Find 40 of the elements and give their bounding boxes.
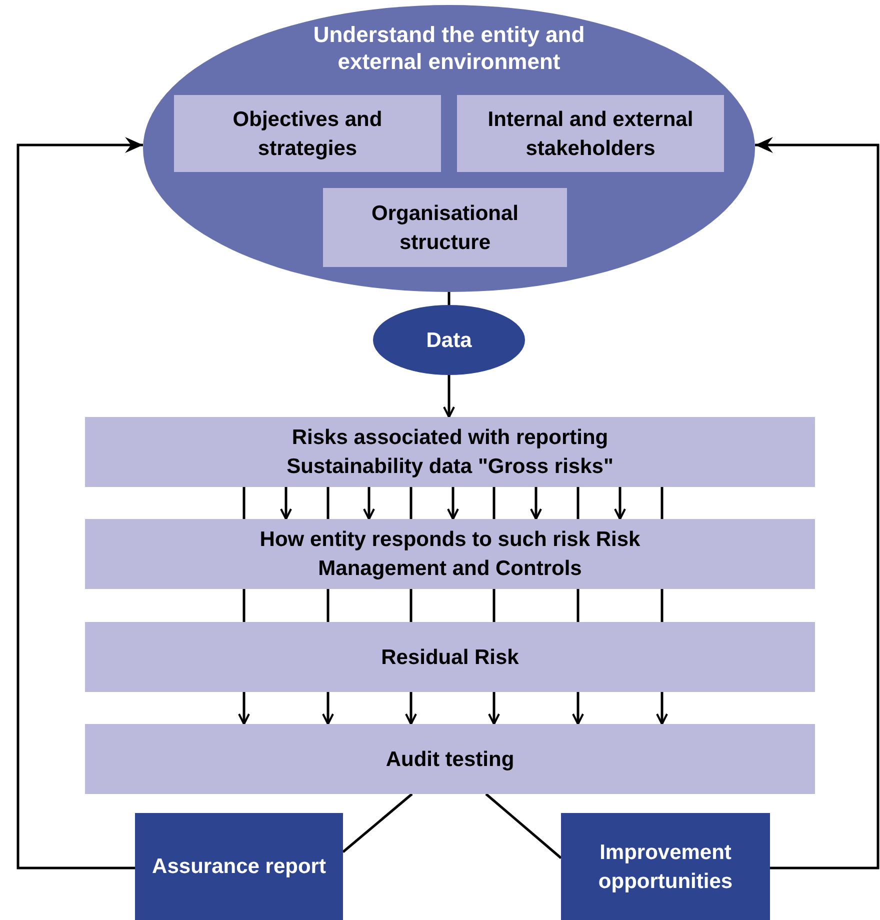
connector-line (492, 487, 496, 519)
connector-line (342, 793, 413, 853)
connector-line (485, 793, 562, 859)
connector-line (410, 487, 412, 519)
arrow (363, 487, 375, 520)
arrow (405, 692, 417, 725)
arrow (238, 692, 250, 725)
connector-line (448, 292, 450, 305)
ellipse-title: Understand the entity and external environment (312, 21, 586, 75)
connector-line (660, 589, 664, 622)
output-box: Improvement opportunities (561, 813, 770, 920)
arrow (614, 487, 626, 520)
arrow (755, 137, 880, 870)
connector-line (410, 589, 412, 622)
connector-line (242, 589, 246, 622)
arrow (443, 375, 455, 418)
arrow (572, 692, 584, 725)
arrow (488, 692, 500, 725)
process-box: Objectives and strategies (174, 95, 441, 172)
process-band: Audit testing (85, 724, 815, 794)
process-band: Risks associated with reporting Sustainability data "Gross risks" (85, 417, 815, 487)
arrow (280, 487, 292, 520)
arrow (530, 487, 542, 520)
connector-line (660, 487, 664, 519)
arrow (656, 692, 668, 725)
process-band: Residual Risk (85, 622, 815, 692)
connector-line (326, 487, 330, 519)
connector-line (492, 589, 496, 622)
data-ellipse: Data (373, 305, 525, 375)
connector-line (326, 589, 330, 622)
arrow (16, 137, 143, 870)
connector-line (242, 487, 246, 519)
process-band: How entity responds to such risk Risk Management and Controls (85, 519, 815, 589)
arrow (447, 487, 459, 520)
process-box: Organisational structure (323, 188, 567, 267)
connector-line (576, 589, 580, 622)
arrow (322, 692, 334, 725)
connector-line (576, 487, 580, 519)
output-box: Assurance report (135, 813, 343, 920)
process-box: Internal and external stakeholders (457, 95, 724, 172)
